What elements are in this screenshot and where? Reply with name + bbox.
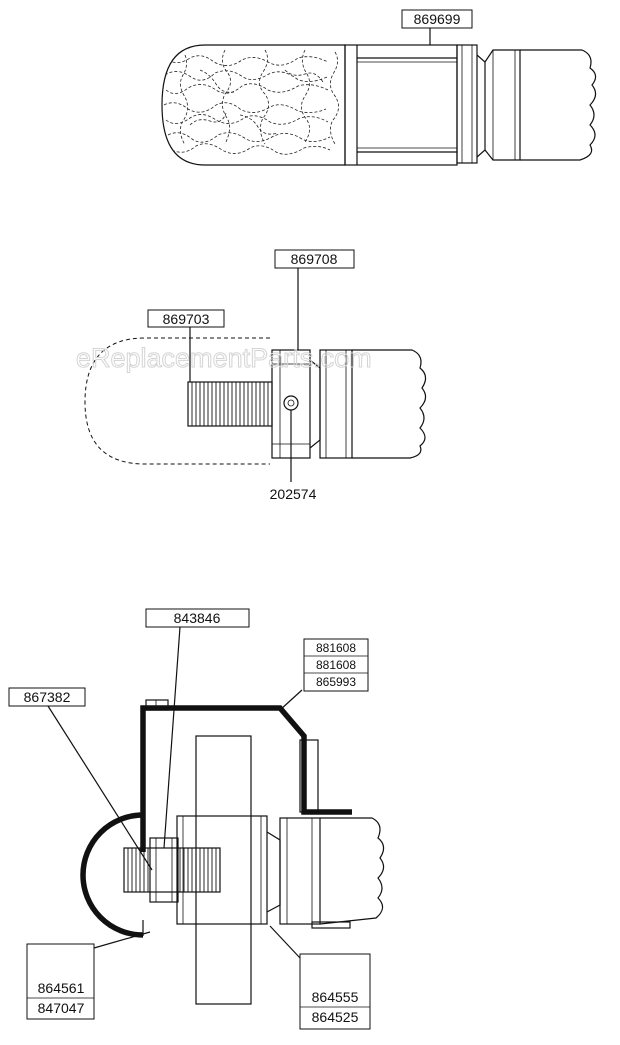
felt-texture — [163, 49, 339, 155]
sleeve — [344, 44, 458, 166]
hub-flange — [176, 815, 268, 925]
collar — [456, 44, 478, 164]
label-881608-a: 881608 — [316, 641, 356, 655]
threaded-stud — [187, 381, 273, 427]
label-864555: 864555 — [312, 989, 359, 1005]
felt-ball — [161, 44, 346, 166]
bottom-wheel-guard: 843846 867382 881608 881608 865993 86456… — [8, 608, 385, 1030]
label-881608-b: 881608 — [316, 658, 356, 672]
middle-threaded-arbor: 869708 869703 202574 eReplacementParts.c… — [76, 249, 427, 502]
label-869699: 869699 — [414, 11, 461, 27]
dashed-ball-outline — [84, 337, 270, 465]
top-felt-attachment: 869699 — [161, 9, 597, 166]
label-864561: 864561 — [38, 980, 85, 996]
label-202574: 202574 — [270, 486, 317, 502]
guard-bracket — [140, 705, 352, 852]
label-867382: 867382 — [24, 689, 71, 705]
label-843846: 843846 — [174, 610, 221, 626]
label-869708: 869708 — [291, 251, 338, 267]
label-864525: 864525 — [312, 1009, 359, 1025]
nut — [149, 837, 179, 903]
threads — [191, 382, 269, 426]
label-865993: 865993 — [316, 675, 356, 689]
watermark: eReplacementParts.com — [76, 343, 372, 373]
stud-threads — [127, 848, 217, 892]
label-847047: 847047 — [38, 1000, 85, 1016]
end-cap — [80, 812, 144, 938]
set-screw — [283, 395, 299, 411]
grinding-wheel — [195, 735, 252, 1005]
label-869703: 869703 — [163, 311, 210, 327]
